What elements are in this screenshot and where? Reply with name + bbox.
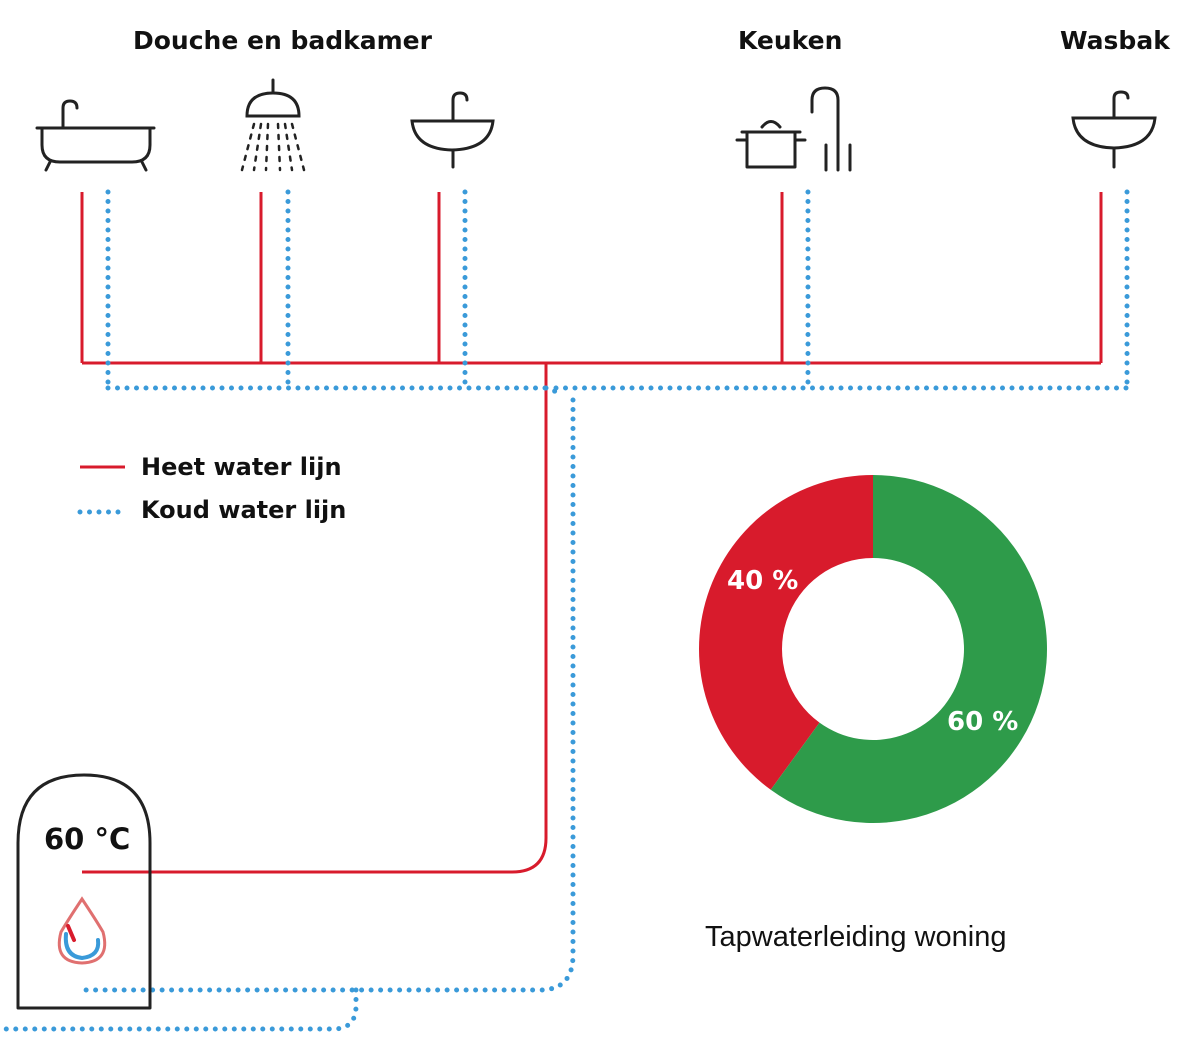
cold-water-lines — [0, 189, 1130, 1032]
bathtub-icon — [35, 99, 156, 172]
group-label-kitchen: Keuken — [738, 26, 843, 55]
hot-water-lines — [80, 192, 1103, 874]
legend-cold-label: Koud water lijn — [141, 496, 347, 524]
water-drop-icon — [57, 896, 107, 965]
pot-icon — [735, 120, 807, 169]
slice-label-green: 60 % — [947, 707, 1019, 737]
donut-slice-green — [770, 475, 1047, 823]
group-label-bathroom: Douche en badkamer — [133, 26, 432, 55]
donut-slice-hot — [698, 475, 873, 790]
boiler — [16, 773, 152, 1010]
slice-label-hot: 40 % — [727, 566, 799, 596]
boiler-temperature: 60 °C — [44, 822, 131, 856]
kitchen-faucet-icon — [810, 86, 852, 172]
sink-icon — [410, 91, 495, 169]
donut-chart — [698, 475, 1047, 823]
legend-hot-label: Heet water lijn — [141, 453, 342, 481]
chart-title: Tapwaterleiding woning — [705, 921, 1007, 953]
sink-icon — [1071, 90, 1157, 169]
shower-icon — [240, 78, 306, 172]
group-label-basin: Wasbak — [1060, 26, 1170, 55]
